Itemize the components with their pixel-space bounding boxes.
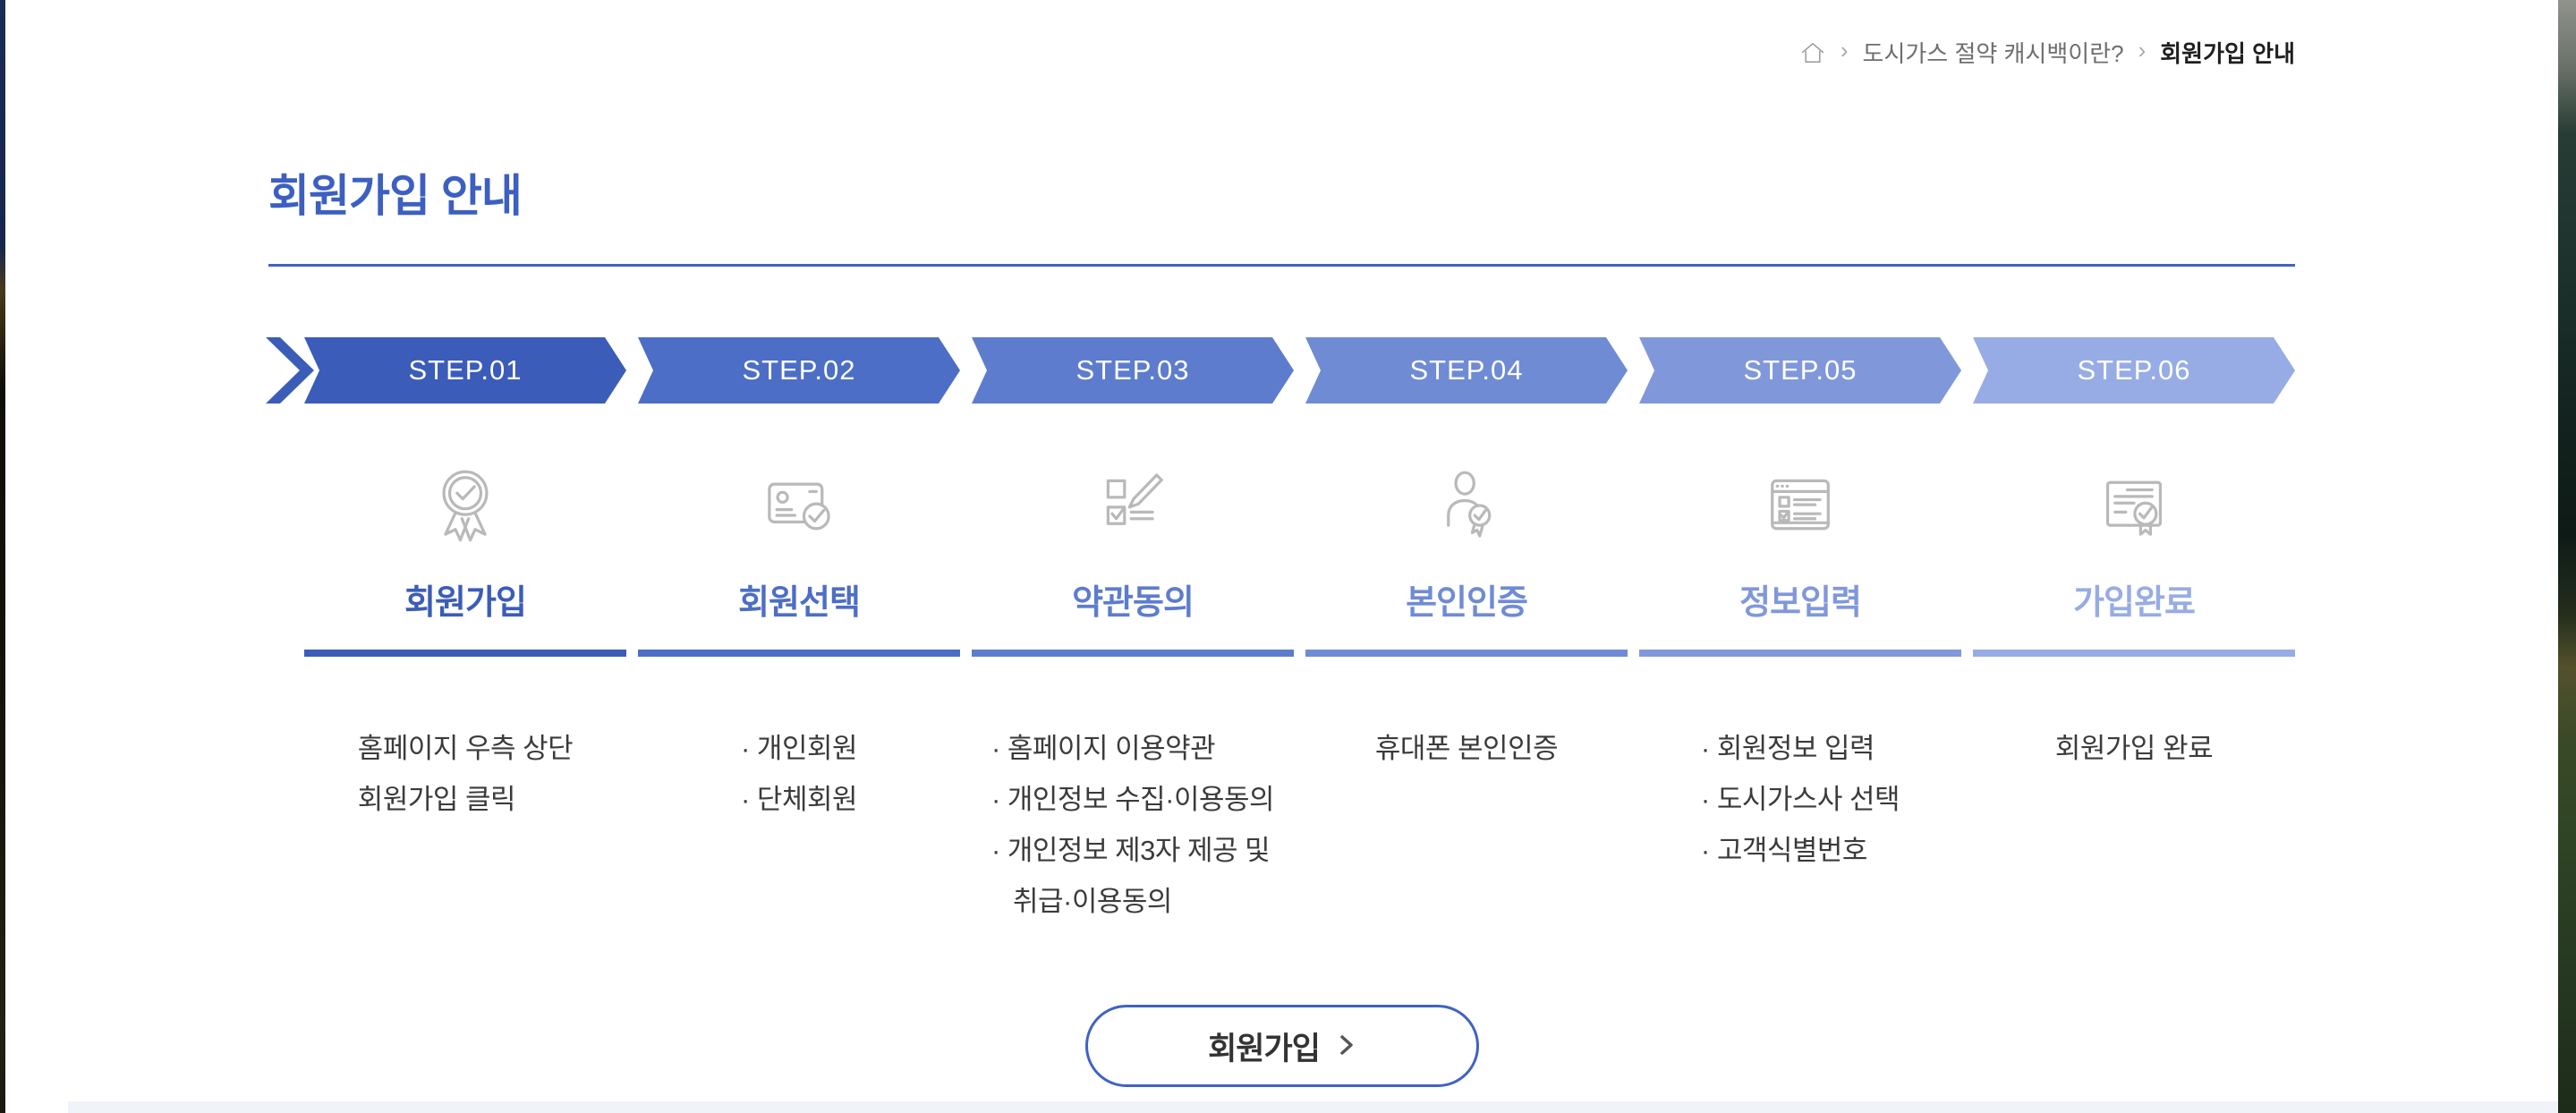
breadcrumb-separator-icon: › — [2138, 37, 2147, 64]
step-description: · 홈페이지 이용약관 · 개인정보 수집·이용동의 · 개인정보 제3자 제공… — [972, 723, 1294, 927]
award-badge-icon — [304, 464, 626, 547]
step-number: STEP.06 — [2077, 354, 2191, 386]
chevron-right-icon — [1338, 1031, 1356, 1062]
step-desc-line: 회원가입 클릭 — [357, 784, 516, 815]
step-description: · 개인회원 · 단체회원 — [638, 723, 960, 825]
home-icon[interactable] — [1799, 39, 1826, 66]
step-desc-line: · 개인정보 수집·이용동의 — [990, 784, 1275, 815]
background-right-edge — [2558, 0, 2576, 1113]
title-divider — [268, 264, 2295, 267]
step-desc-line: · 개인회원 — [740, 733, 858, 764]
signup-steps: STEP.01 회원가입 — [266, 337, 2295, 927]
step-column-4: STEP.04 본인인증 — [1305, 337, 1628, 927]
step-column-1: STEP.01 회원가입 — [304, 337, 626, 927]
step6-banner: STEP.06 — [1973, 337, 2295, 404]
step-desc-line: 홈페이지 우측 상단 — [357, 733, 574, 764]
step-number: STEP.03 — [1075, 354, 1190, 386]
step-underline — [638, 650, 960, 657]
step5-banner: STEP.05 — [1639, 337, 1961, 404]
step-desc-line: 취급·이용동의 — [1012, 886, 1172, 917]
step-desc-line: 회원가입 완료 — [2054, 733, 2214, 764]
footer-strip — [68, 1101, 2558, 1113]
step-number: STEP.04 — [1409, 354, 1524, 386]
step-column-5: STEP.05 — [1639, 337, 1961, 927]
join-button-label: 회원가입 — [1208, 1031, 1321, 1066]
certificate-complete-icon — [1973, 464, 2295, 547]
step-column-3: STEP.03 약관동의 — [972, 337, 1294, 927]
step-description: 회원가입 완료 — [1973, 723, 2295, 774]
step-column-6: STEP.06 가입완 — [1973, 337, 2295, 927]
step-number: STEP.02 — [742, 354, 856, 386]
join-button[interactable]: 회원가입 — [1084, 1005, 1479, 1087]
breadcrumb-separator-icon: › — [1840, 37, 1849, 64]
breadcrumb-item-cashback[interactable]: 도시가스 절약 캐시백이란? — [1862, 40, 2124, 67]
step-number: STEP.05 — [1743, 354, 1858, 386]
breadcrumb-current-page: 회원가입 안내 — [2160, 40, 2295, 67]
step-desc-line: · 홈페이지 이용약관 — [990, 733, 1216, 764]
step-description: 홈페이지 우측 상단 회원가입 클릭 — [304, 723, 626, 825]
step-desc-line: · 회원정보 입력 — [1700, 733, 1875, 764]
person-verify-badge-icon — [1305, 464, 1628, 547]
step-underline — [1305, 650, 1628, 657]
terms-checklist-pen-icon — [972, 464, 1294, 547]
step-desc-line: · 도시가스사 선택 — [1700, 784, 1900, 815]
member-card-check-icon — [638, 464, 960, 547]
step-label: 정보입력 — [1739, 584, 1862, 622]
step-label: 약관동의 — [1072, 584, 1194, 622]
step2-banner: STEP.02 — [638, 337, 960, 404]
step-number: STEP.01 — [408, 354, 523, 386]
page-title: 회원가입 안내 — [268, 171, 523, 221]
step-description: · 회원정보 입력 · 도시가스사 선택 · 고객식별번호 — [1639, 723, 1961, 876]
step-desc-line: · 개인정보 제3자 제공 및 — [990, 835, 1271, 866]
form-input-window-icon — [1639, 464, 1961, 547]
step-column-2: STEP.02 회원선택 — [638, 337, 960, 927]
step-label: 회원가입 — [404, 584, 527, 622]
step-desc-line: · 고객식별번호 — [1700, 835, 1868, 866]
step-underline — [1973, 650, 2295, 657]
step-underline — [972, 650, 1294, 657]
main-content: › 도시가스 절약 캐시백이란? › 회원가입 안내 회원가입 안내 STEP.… — [266, 0, 2295, 1087]
step-description: 휴대폰 본인인증 — [1305, 723, 1628, 774]
step-label: 회원선택 — [738, 584, 861, 622]
step-desc-line: · 단체회원 — [740, 784, 858, 815]
step1-banner: STEP.01 — [304, 337, 626, 404]
step3-banner: STEP.03 — [972, 337, 1294, 404]
background-left-edge — [0, 0, 5, 1113]
step-underline — [1639, 650, 1961, 657]
step-label: 본인인증 — [1406, 584, 1528, 622]
step4-banner: STEP.04 — [1305, 337, 1628, 404]
step-label: 가입완료 — [2073, 584, 2196, 622]
step-desc-line: 휴대폰 본인인증 — [1374, 733, 1559, 764]
step-underline — [304, 650, 626, 657]
steps-grid: STEP.01 회원가입 — [304, 337, 2295, 927]
breadcrumb: › 도시가스 절약 캐시백이란? › 회원가입 안내 — [268, 0, 2295, 69]
